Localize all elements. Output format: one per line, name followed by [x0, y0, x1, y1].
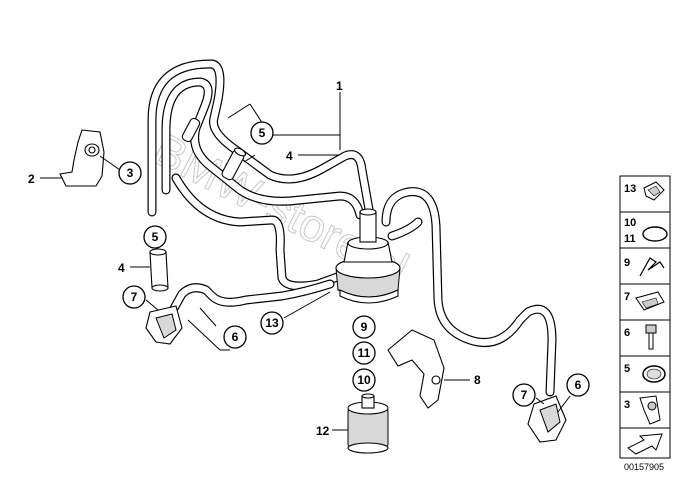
retaining-clip-icon — [635, 291, 665, 311]
svg-text:11: 11 — [358, 346, 371, 360]
direction-arrow-icon — [627, 433, 663, 455]
parts-legend: 13 10 11 9 7 — [619, 175, 671, 472]
svg-text:9: 9 — [361, 320, 368, 334]
filter-part-12[interactable] — [347, 393, 389, 454]
callout-circle-13: 13 — [260, 311, 284, 335]
callouts: 1 2 4 4 8 12 3 5 5 7 6 13 — [28, 79, 590, 438]
hose-piece-lower[interactable] — [149, 248, 169, 292]
callout-circle-6-right: 6 — [566, 373, 590, 397]
hose-stub-upper[interactable] — [181, 117, 247, 181]
svg-text:11: 11 — [624, 233, 636, 245]
svg-text:7: 7 — [131, 290, 138, 304]
label-part-4-top: 4 — [286, 149, 293, 163]
label-part-2: 2 — [28, 172, 35, 186]
svg-text:5: 5 — [624, 363, 630, 375]
bracket-part-2[interactable] — [59, 129, 105, 187]
svg-text:13: 13 — [265, 316, 279, 330]
svg-text:6: 6 — [232, 330, 239, 344]
svg-text:13: 13 — [624, 183, 636, 195]
svg-text:10: 10 — [624, 217, 636, 229]
legend-item-7[interactable]: 7 — [619, 283, 671, 321]
hose-connector-right[interactable] — [527, 395, 567, 443]
callout-circle-5-left: 5 — [143, 225, 167, 249]
legend-item-5[interactable]: 5 — [619, 355, 671, 393]
spring-clip-icon — [639, 257, 665, 277]
label-part-12: 12 — [316, 424, 330, 438]
legend-item-13[interactable]: 13 — [619, 175, 671, 213]
legend-item-10-11[interactable]: 10 11 — [619, 211, 671, 249]
callout-circle-7-right: 7 — [512, 383, 536, 407]
label-part-1: 1 — [336, 79, 343, 93]
label-part-4-left: 4 — [118, 261, 125, 275]
callout-circle-9: 9 — [352, 315, 376, 339]
svg-text:5: 5 — [259, 126, 266, 140]
legend-item-6[interactable]: 6 — [619, 319, 671, 357]
hose-clamp-icon — [642, 365, 666, 383]
valve-body[interactable] — [335, 208, 401, 304]
svg-text:7: 7 — [521, 388, 528, 402]
diagram-code: 00157905 — [624, 462, 664, 472]
callout-circle-7-left: 7 — [122, 285, 146, 309]
hose-clip-icon — [643, 181, 665, 201]
clip-nut-icon — [639, 395, 661, 425]
o-ring-icon — [642, 226, 668, 242]
svg-text:6: 6 — [575, 378, 582, 392]
hose-assembly[interactable] — [147, 59, 557, 397]
callout-circle-10: 10 — [352, 368, 376, 392]
svg-text:6: 6 — [624, 327, 630, 339]
svg-text:10: 10 — [357, 373, 371, 387]
callout-circle-6-left: 6 — [223, 325, 247, 349]
hose-connector-left[interactable] — [145, 305, 183, 345]
callout-circle-11: 11 — [352, 341, 376, 365]
legend-item-arrow[interactable] — [619, 427, 671, 459]
svg-text:5: 5 — [152, 230, 159, 244]
svg-text:3: 3 — [127, 166, 134, 180]
label-part-8: 8 — [474, 373, 481, 387]
svg-text:9: 9 — [624, 257, 630, 269]
bracket-part-8[interactable] — [387, 329, 445, 409]
svg-text:7: 7 — [624, 291, 630, 303]
callout-circle-3: 3 — [118, 161, 142, 185]
legend-item-3[interactable]: 3 — [619, 391, 671, 429]
legend-item-9[interactable]: 9 — [619, 247, 671, 285]
leader-lines — [40, 92, 571, 431]
svg-text:3: 3 — [624, 399, 630, 411]
screw-icon — [645, 324, 657, 350]
callout-circle-5-top: 5 — [250, 121, 274, 145]
